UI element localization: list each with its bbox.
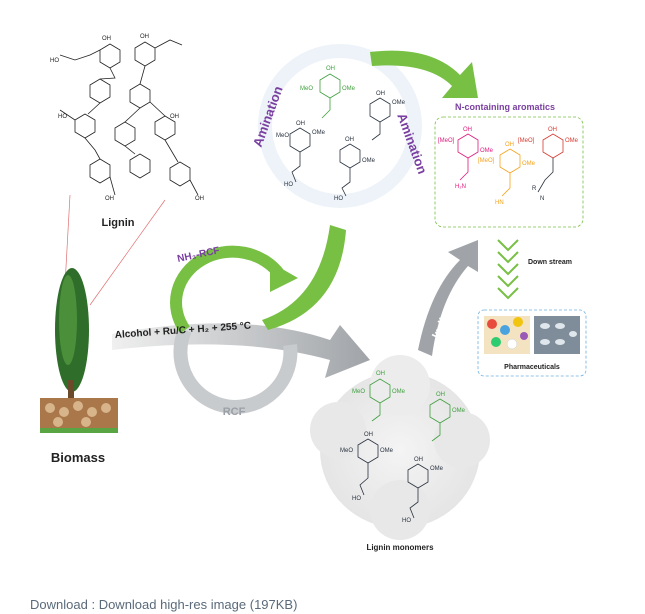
svg-text:HN: HN xyxy=(495,200,504,206)
svg-text:OH: OH xyxy=(505,142,514,148)
lignin-label: Lignin xyxy=(102,217,135,229)
download-link[interactable]: Download xyxy=(30,597,88,612)
down-stream-chevrons xyxy=(497,239,519,300)
cloud-monomer-labels: OH MeO OMe OH OMe OH MeO OMe HO OH OMe H… xyxy=(340,371,466,524)
svg-text:MeO: MeO xyxy=(276,133,289,139)
indirect-arrow xyxy=(418,240,478,356)
blister-image xyxy=(534,316,580,354)
svg-text:HO: HO xyxy=(334,196,343,202)
svg-text:OH: OH xyxy=(195,196,204,202)
n-aromatics-structures xyxy=(457,133,564,197)
download-hires-link[interactable]: Download high-res image xyxy=(98,597,247,612)
pills-image xyxy=(484,316,530,354)
n-aromatics-box xyxy=(434,116,584,228)
svg-text:MeO: MeO xyxy=(352,389,365,395)
svg-text:OH: OH xyxy=(105,196,114,202)
svg-text:OMe: OMe xyxy=(342,86,356,92)
n-containing-title: N-containing aromatics xyxy=(455,102,555,112)
svg-text:HO: HO xyxy=(50,58,59,64)
svg-text:OMe: OMe xyxy=(452,408,466,414)
pharmaceuticals-label: Pharmaceuticals xyxy=(504,364,560,371)
svg-text:[MeO]: [MeO] xyxy=(518,138,535,144)
svg-text:OMe: OMe xyxy=(430,466,444,472)
nh3-loop-head xyxy=(270,262,298,292)
monomer-cloud xyxy=(310,355,490,540)
svg-text:OH: OH xyxy=(376,91,385,97)
lignin-labels: OH OH HO OH HO OH OH xyxy=(50,34,204,202)
svg-text:HO: HO xyxy=(58,114,67,120)
rcf-loop-arrow xyxy=(173,327,298,414)
rcf-label: RCF xyxy=(223,406,246,418)
lignin-monomers-label: Lignin monomers xyxy=(366,543,434,552)
svg-text:[MeO]: [MeO] xyxy=(438,138,455,144)
svg-text:OH: OH xyxy=(170,114,179,120)
svg-text:OH: OH xyxy=(414,457,423,463)
svg-text:OH: OH xyxy=(548,127,557,133)
down-stream-label: Down stream xyxy=(528,259,572,266)
svg-text:OMe: OMe xyxy=(392,100,406,106)
svg-text:OMe: OMe xyxy=(312,130,326,136)
svg-text:MeO: MeO xyxy=(340,448,353,454)
svg-text:OH: OH xyxy=(436,392,445,398)
svg-text:MeO: MeO xyxy=(300,86,313,92)
green-arrow-up xyxy=(262,225,346,330)
svg-text:H₂N: H₂N xyxy=(455,184,466,190)
svg-text:OMe: OMe xyxy=(392,389,406,395)
svg-text:OMe: OMe xyxy=(362,158,376,164)
svg-text:OH: OH xyxy=(463,127,472,133)
svg-text:N: N xyxy=(540,196,544,202)
svg-text:HO: HO xyxy=(284,182,293,188)
svg-text:OH: OH xyxy=(364,432,373,438)
svg-text:HO: HO xyxy=(352,496,361,502)
zoom-line-left xyxy=(64,194,71,286)
nh3-loop-arrow xyxy=(170,245,285,334)
tree-illustration xyxy=(40,268,118,433)
svg-text:OMe: OMe xyxy=(480,148,494,154)
svg-text:OMe: OMe xyxy=(565,138,579,144)
biomass-label: Biomass xyxy=(51,450,105,465)
svg-text:OH: OH xyxy=(345,137,354,143)
svg-text:OMe: OMe xyxy=(380,448,394,454)
ring-monomer-labels: OH MeO OMe OH OMe OH MeO OMe HO OH OMe H… xyxy=(276,66,406,202)
ring-monomers xyxy=(289,73,391,197)
cloud-monomers xyxy=(357,378,451,519)
svg-text:R: R xyxy=(532,186,537,192)
file-size: (197KB) xyxy=(249,597,298,612)
svg-text:OH: OH xyxy=(296,121,305,127)
svg-text:HO: HO xyxy=(402,518,411,524)
svg-text:OH: OH xyxy=(326,66,335,72)
svg-text:OH: OH xyxy=(102,36,111,42)
svg-text:OH: OH xyxy=(376,371,385,377)
download-bar: Download : Download high-res image (197K… xyxy=(30,597,298,612)
n-aromatics-labels: OH [MeO] OMe H₂N OH [MeO] OMe HN OH [MeO… xyxy=(438,127,579,206)
svg-text:OH: OH xyxy=(140,34,149,40)
svg-text:[MeO]: [MeO] xyxy=(478,158,495,164)
amination-ring-inner xyxy=(272,58,408,194)
lignin-structure xyxy=(59,39,199,196)
green-arrow-right xyxy=(370,50,478,98)
svg-text:OMe: OMe xyxy=(522,161,536,167)
zoom-line-right xyxy=(89,199,166,306)
